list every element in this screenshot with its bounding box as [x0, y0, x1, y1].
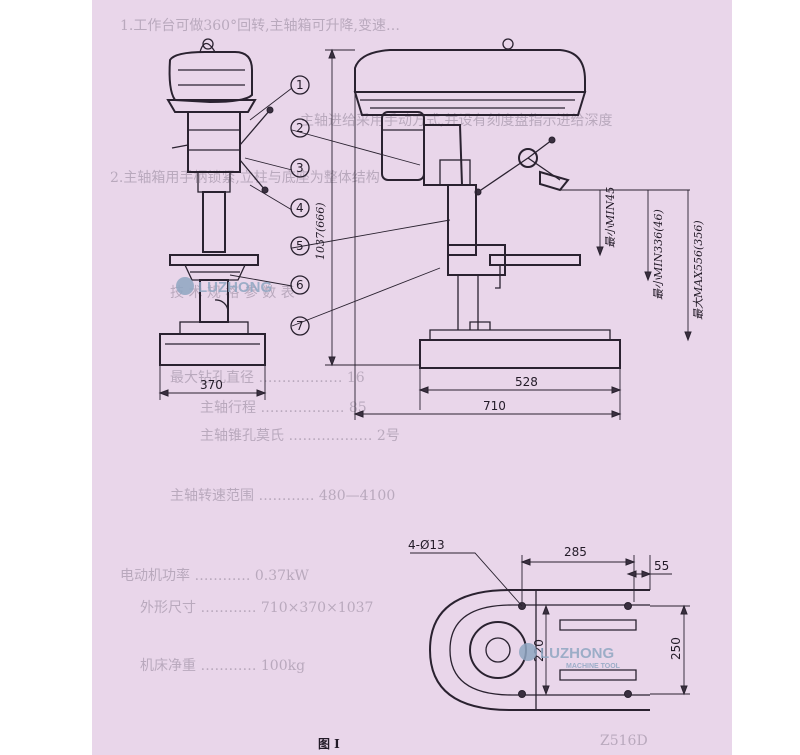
svg-text:5: 5 [296, 239, 304, 253]
svg-text:外形尺寸 ………… 710×370×1037: 外形尺寸 ………… 710×370×1037 [140, 600, 373, 616]
svg-text:2: 2 [296, 121, 304, 135]
front-view [159, 38, 274, 366]
svg-text:LUZHONG: LUZHONG [540, 645, 614, 662]
svg-text:主轴进给采用手动方式,并设有刻度盘指示进给深度: 主轴进给采用手动方式,并设有刻度盘指示进给深度 [300, 112, 612, 129]
svg-text:主轴行程 ……………… 85: 主轴行程 ……………… 85 [200, 400, 367, 416]
dim-hole-spacing: 220 [532, 604, 550, 696]
dim-label-285: 285 [564, 545, 587, 559]
svg-text:Z516D: Z516D [600, 733, 648, 749]
dim-label-min: 最小MIN45 [604, 187, 617, 248]
dim-base-width: 370 [158, 365, 267, 400]
callout-4: 4 [290, 198, 310, 218]
svg-text:主轴转速范围 ………… 480—4100: 主轴转速范围 ………… 480—4100 [170, 487, 395, 504]
callout-2: 2 [290, 118, 310, 138]
svg-text:2.主轴箱用手柄锁紧,立柱与底座为整体结构: 2.主轴箱用手柄锁紧,立柱与底座为整体结构 [110, 170, 380, 186]
dim-label-holes: 4-Ø13 [408, 538, 445, 552]
figure-caption: 图 I [318, 737, 340, 751]
dim-column-offset: 528 [418, 368, 622, 410]
svg-text:6: 6 [296, 278, 304, 292]
bleed-through-text: 1.工作台可做360°回转,主轴箱可升降,变速… 主轴进给采用手动方式,并设有刻… [110, 18, 648, 749]
svg-text:1.工作台可做360°回转,主轴箱可升降,变速…: 1.工作台可做360°回转,主轴箱可升降,变速… [120, 18, 400, 34]
dim-overall-depth: 710 [353, 92, 622, 420]
dim-label-370: 370 [200, 378, 223, 392]
svg-text:4: 4 [296, 201, 304, 215]
svg-text:电动机功率 ………… 0.37kW: 电动机功率 ………… 0.37kW [120, 567, 310, 584]
dim-height-total: 1037(666) [314, 48, 420, 367]
dim-slot-span: 285 [520, 545, 636, 602]
svg-text:最大钻孔直径 ……………… 16: 最大钻孔直径 ……………… 16 [170, 369, 365, 386]
callout-1: 1 [290, 75, 310, 95]
dim-holes: 4-Ø13 [408, 538, 523, 607]
base-plan-view [428, 589, 650, 711]
dim-edge-offset: 55 [626, 555, 672, 590]
callout-3: 3 [290, 158, 310, 178]
svg-text:LUZHONG: LUZHONG [198, 279, 272, 296]
svg-text:MACHINE TOOL: MACHINE TOOL [566, 663, 621, 670]
watermark-top: LUZHONG [176, 277, 272, 296]
svg-text:7: 7 [296, 319, 304, 333]
dim-label-mid: 最小MIN336(46) [652, 209, 665, 300]
watermark-bottom: LUZHONG MACHINE TOOL [519, 643, 621, 670]
dim-label-max: 最大MAX556(356) [692, 220, 705, 320]
dim-label-250: 250 [669, 637, 683, 660]
side-view [353, 38, 621, 369]
svg-text:主轴锥孔莫氏 ……………… 2号: 主轴锥孔莫氏 ……………… 2号 [200, 428, 400, 444]
dim-label-710: 710 [483, 399, 506, 413]
callout-6: 6 [290, 275, 310, 295]
callout-7: 7 [290, 316, 310, 336]
svg-text:1: 1 [296, 78, 304, 92]
dim-label-55: 55 [654, 559, 669, 573]
svg-text:3: 3 [296, 161, 304, 175]
callout-group [229, 87, 451, 327]
callout-5: 5 [290, 236, 310, 256]
dim-label-height: 1037(666) [314, 202, 327, 260]
svg-text:机床净重 ………… 100kg: 机床净重 ………… 100kg [140, 658, 305, 674]
dim-travel: 最小MIN45 最小MIN336(46) 最大MAX556(356) [560, 187, 705, 342]
svg-text:技 术 规 格 参 数 表: 技 术 规 格 参 数 表 [170, 284, 295, 301]
dim-overall-width: 250 [650, 604, 690, 696]
drawing-sheet [92, 0, 732, 755]
dim-label-528: 528 [515, 375, 538, 389]
